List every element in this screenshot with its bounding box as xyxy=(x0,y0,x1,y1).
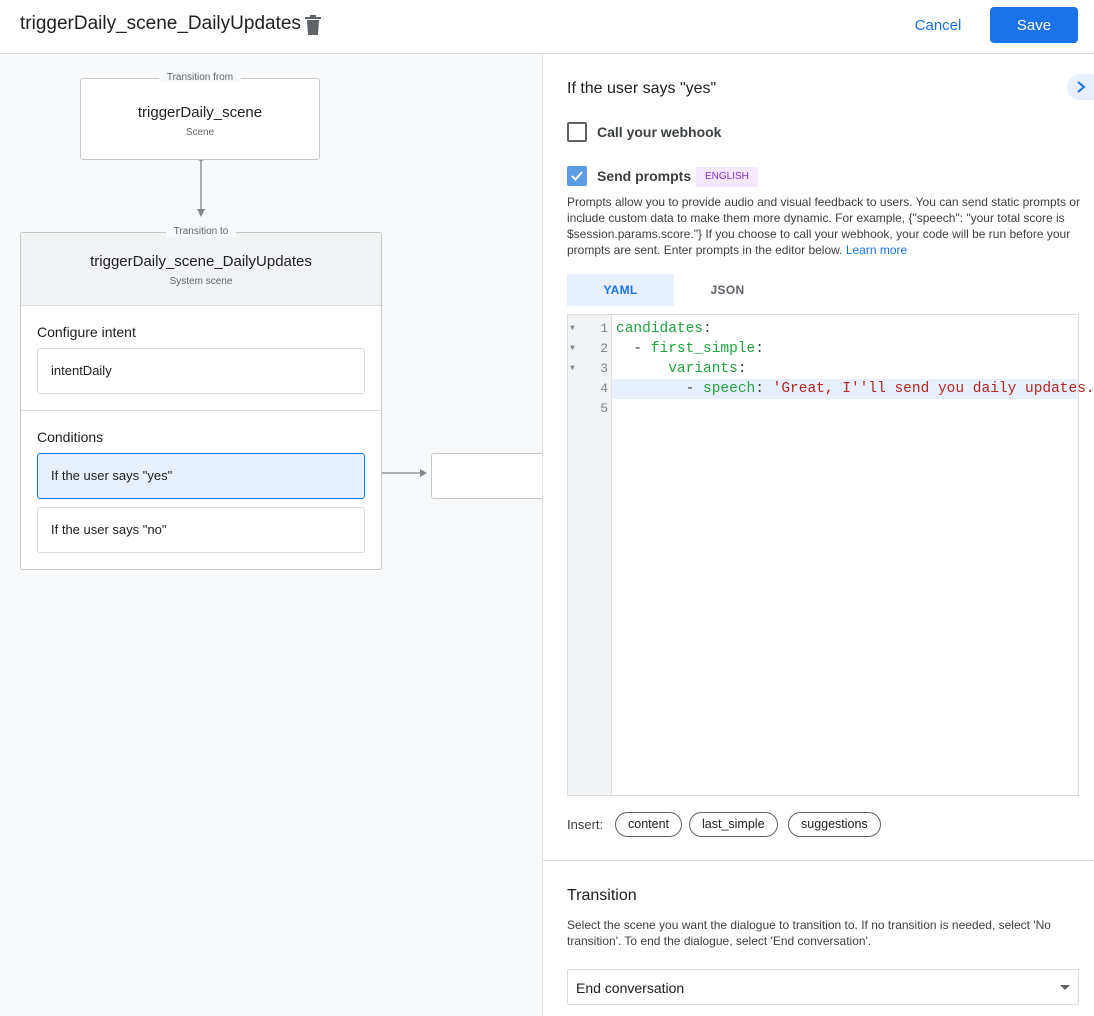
conditions-heading: Conditions xyxy=(37,429,104,445)
learn-more-link[interactable]: Learn more xyxy=(845,243,908,257)
transition-to-node: Transition to triggerDaily_scene_DailyUp… xyxy=(20,226,382,570)
code-line[interactable]: ▼ 2 - first_simple: xyxy=(568,339,1078,359)
from-scene-type: Scene xyxy=(185,127,215,138)
insert-chip-content[interactable]: content xyxy=(615,812,683,837)
yaml-key: candidates xyxy=(616,321,704,337)
transition-from-node[interactable]: Transition from triggerDaily_scene Scene xyxy=(80,72,320,160)
yaml-key: first_simple xyxy=(650,341,756,357)
code-line[interactable]: 5 xyxy=(568,399,1078,419)
description-text: Prompts allow you to provide audio and v… xyxy=(567,195,1080,257)
panel-heading: If the user says "yes" xyxy=(567,80,717,97)
transition-selected-value: End conversation xyxy=(576,980,685,996)
save-button[interactable]: Save xyxy=(990,7,1078,43)
trash-icon[interactable] xyxy=(304,14,322,36)
yaml-string: 'Great, I''ll send you daily updates. xyxy=(772,381,1094,397)
to-scene-name: triggerDaily_scene_DailyUpdates xyxy=(90,253,312,270)
separator: : xyxy=(737,361,747,377)
transition-from-label: Transition from xyxy=(158,72,242,83)
chevron-right-icon xyxy=(1077,81,1086,93)
separator: : xyxy=(703,321,712,337)
separator: : xyxy=(755,381,773,397)
insert-label: Insert: xyxy=(567,817,604,832)
page-title: triggerDaily_scene_DailyUpdates xyxy=(20,13,301,34)
to-scene-type: System scene xyxy=(169,276,233,287)
code-line[interactable]: ▼ 1 candidates: xyxy=(568,319,1078,339)
tab-json[interactable]: JSON xyxy=(710,283,745,297)
collapse-panel-button[interactable] xyxy=(1067,74,1094,100)
indent xyxy=(616,341,633,357)
dash: - xyxy=(633,341,651,357)
yaml-key: speech xyxy=(703,381,756,397)
language-badge: ENGLISH xyxy=(696,167,758,187)
separator: : xyxy=(755,341,764,357)
line-number: 1 xyxy=(600,321,608,336)
fold-arrow-icon[interactable]: ▼ xyxy=(570,324,575,333)
target-node-placeholder[interactable] xyxy=(431,453,542,499)
indent xyxy=(616,381,686,397)
transition-description: Select the scene you want the dialogue t… xyxy=(567,918,1051,948)
prompts-description: Prompts allow you to provide audio and v… xyxy=(567,194,1082,258)
webhook-label: Call your webhook xyxy=(597,124,722,140)
condition-panel: If the user says "yes" Call your webhook… xyxy=(542,54,1094,1016)
send-prompts-label: Send prompts xyxy=(597,168,692,184)
indent xyxy=(616,361,668,377)
dash: - xyxy=(685,381,704,397)
scene-canvas: Transition from triggerDaily_scene Scene… xyxy=(0,54,542,1016)
configure-intent-heading: Configure intent xyxy=(37,324,136,340)
check-icon xyxy=(571,171,583,181)
fold-arrow-icon[interactable]: ▼ xyxy=(570,344,575,353)
line-gutter xyxy=(568,315,612,795)
line-number: 3 xyxy=(600,361,608,376)
top-bar: triggerDaily_scene_DailyUpdates Cancel S… xyxy=(0,0,1094,54)
from-scene-name: triggerDaily_scene xyxy=(137,104,263,121)
transition-select[interactable]: End conversation xyxy=(567,969,1079,1005)
line-number: 4 xyxy=(600,381,608,396)
code-line[interactable]: 4 - speech: 'Great, I''ll send you daily… xyxy=(600,379,1094,399)
webhook-checkbox[interactable] xyxy=(567,122,587,142)
insert-chip-suggestions[interactable]: suggestions xyxy=(788,812,881,837)
tab-yaml[interactable]: YAML xyxy=(567,274,674,306)
condition-yes[interactable]: If the user says "yes" xyxy=(37,453,365,499)
intent-item[interactable]: intentDaily xyxy=(37,348,365,394)
code-line[interactable]: ▼ 3 variants: xyxy=(568,359,1078,379)
code-editor[interactable]: ▼ 1 candidates: ▼ 2 - first_simple: ▼ 3 varian… xyxy=(567,314,1094,796)
condition-no[interactable]: If the user says "no" xyxy=(37,507,365,553)
cancel-button[interactable]: Cancel xyxy=(902,8,974,42)
transition-to-label: Transition to xyxy=(165,226,237,237)
line-number: 5 xyxy=(600,401,608,416)
dropdown-arrow-icon xyxy=(1060,985,1070,990)
fold-arrow-icon[interactable]: ▼ xyxy=(570,364,575,373)
yaml-key: variants xyxy=(668,361,738,377)
transition-heading: Transition xyxy=(567,887,637,904)
insert-chip-last-simple[interactable]: last_simple xyxy=(689,812,778,837)
line-number: 2 xyxy=(600,341,608,356)
send-prompts-checkbox[interactable] xyxy=(567,166,587,186)
